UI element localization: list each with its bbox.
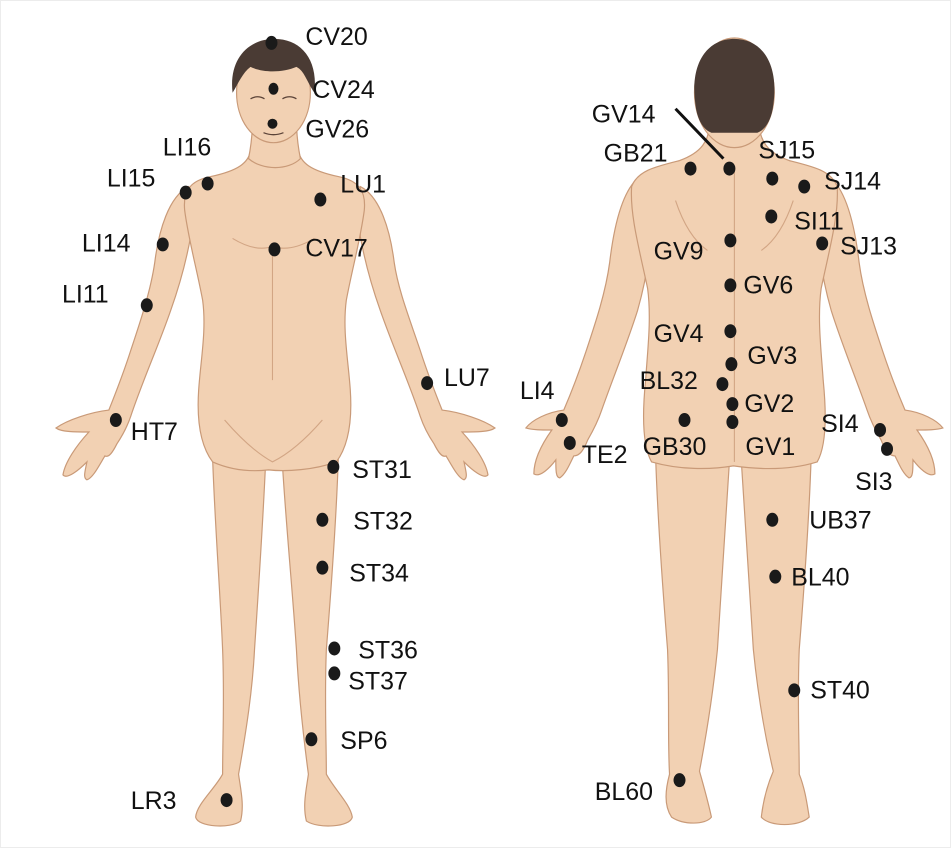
st31-label: ST31 (352, 456, 412, 484)
si3-point (881, 442, 893, 456)
cv20-label: CV20 (305, 23, 367, 51)
front-left-leg (196, 458, 266, 826)
front-right-leg (282, 458, 352, 826)
ht7-point (110, 413, 122, 427)
li14-label: LI14 (82, 229, 131, 257)
gb30-point (679, 413, 691, 427)
sj14-label: SJ14 (824, 168, 881, 196)
lr3-point (221, 793, 233, 807)
li16-label: LI16 (163, 134, 212, 162)
gv4-point (724, 324, 736, 338)
gv9-label: GV9 (654, 237, 704, 265)
gv9-point (724, 233, 736, 247)
si4-label: SI4 (821, 410, 859, 438)
li14-point (157, 237, 169, 251)
gv1-label: GV1 (745, 433, 795, 461)
back-right-leg (741, 455, 811, 825)
st36-point (328, 641, 340, 655)
st37-point (328, 666, 340, 680)
bl60-label: BL60 (595, 778, 653, 806)
li11-label: LI11 (62, 280, 109, 308)
front-right-arm (360, 187, 495, 480)
sj15-point (766, 172, 778, 186)
si3-label: SI3 (855, 468, 892, 496)
li4-point (556, 413, 568, 427)
gb21-point (685, 162, 697, 176)
si4-point (874, 423, 886, 437)
lu7-point (421, 376, 433, 390)
cv17-point (268, 242, 280, 256)
cv24-label: CV24 (312, 76, 375, 104)
st32-point (316, 513, 328, 527)
gv6-point (724, 278, 736, 292)
gv2-label: GV2 (744, 390, 794, 418)
st34-point (316, 561, 328, 575)
lr3-label: LR3 (131, 787, 177, 815)
gv3-point (725, 357, 737, 371)
si11-label: SI11 (794, 207, 843, 235)
si11-point (765, 210, 777, 224)
sp6-label: SP6 (340, 727, 387, 755)
sp6-point (305, 732, 317, 746)
gv2-point (726, 397, 738, 411)
sj13-point (816, 236, 828, 250)
st34-label: ST34 (349, 560, 409, 588)
st40-label: ST40 (810, 676, 870, 704)
gv14-label: GV14 (592, 101, 656, 129)
gv26-label: GV26 (305, 116, 369, 144)
li16-point (202, 177, 214, 191)
front-figure (56, 39, 495, 826)
li15-point (180, 186, 192, 200)
te2-label: TE2 (582, 441, 628, 469)
cv24-point (268, 83, 278, 95)
gb30-label: GB30 (643, 433, 707, 461)
li15-label: LI15 (107, 165, 156, 193)
bl32-point (716, 377, 728, 391)
st36-label: ST36 (358, 636, 418, 664)
st31-point (327, 460, 339, 474)
bl40-label: BL40 (791, 564, 849, 592)
front-torso (184, 151, 364, 471)
back-left-arm (526, 177, 652, 478)
cv20-point (265, 36, 277, 50)
ub37-label: UB37 (809, 507, 871, 535)
cv17-label: CV17 (305, 234, 367, 262)
gv3-label: GV3 (747, 342, 797, 370)
bl40-point (769, 570, 781, 584)
te2-point (564, 436, 576, 450)
bl32-label: BL32 (640, 367, 698, 395)
ht7-label: HT7 (131, 418, 178, 446)
gb21-label: GB21 (604, 140, 668, 168)
lu7-label: LU7 (444, 364, 490, 392)
st40-point (788, 683, 800, 697)
st32-label: ST32 (353, 508, 413, 536)
sj14-point (798, 180, 810, 194)
gv14-point (723, 162, 735, 176)
gv6-label: GV6 (743, 271, 793, 299)
gv1-point (726, 415, 738, 429)
lu1-label: LU1 (340, 171, 386, 199)
sj13-label: SJ13 (840, 232, 897, 260)
st37-label: ST37 (348, 667, 408, 695)
gv26-point (267, 119, 277, 129)
li11-point (141, 298, 153, 312)
back-hair (694, 39, 774, 133)
gv4-label: GV4 (654, 320, 704, 348)
lu1-point (314, 193, 326, 207)
back-left-leg (656, 455, 730, 823)
ub37-point (766, 513, 778, 527)
li4-label: LI4 (520, 377, 555, 405)
sj15-label: SJ15 (758, 137, 815, 165)
bl60-point (674, 773, 686, 787)
